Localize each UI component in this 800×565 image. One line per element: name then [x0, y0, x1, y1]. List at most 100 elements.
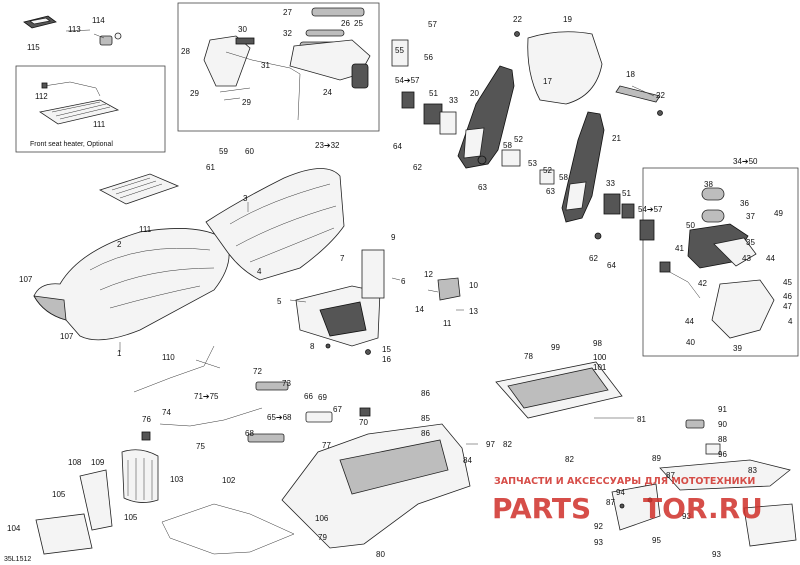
- callout: 49: [774, 209, 783, 218]
- callout: 50: [686, 221, 695, 230]
- callout: 91: [718, 405, 727, 414]
- top-case-parts: [659, 187, 775, 339]
- callout: 90: [718, 420, 727, 429]
- backrest-bracket-20: [457, 65, 515, 169]
- callout: 86: [421, 429, 430, 438]
- callout: 10: [469, 281, 478, 290]
- callout: 16: [382, 355, 391, 364]
- watermark-logo-prefix: PARTS: [492, 492, 591, 525]
- callout: 14: [415, 305, 424, 314]
- callout: 30: [238, 25, 247, 34]
- callout-labels: 1 2 3 4 4 5 6 7 8 9 10 11 12 13 14 15 16…: [7, 8, 793, 559]
- callout: 112: [35, 92, 48, 101]
- callout: 105: [52, 490, 66, 499]
- callout: 58: [503, 141, 512, 150]
- callout: 73: [282, 379, 291, 388]
- callout: 58: [559, 173, 568, 182]
- callout: 93: [594, 538, 603, 547]
- callout: 101: [593, 363, 607, 372]
- callout: 84: [463, 456, 472, 465]
- callout: 36: [740, 199, 749, 208]
- callout: 98: [593, 339, 602, 348]
- rear-seat-heater-part: [98, 173, 180, 205]
- callout: 113: [68, 25, 81, 34]
- callout: 104: [7, 524, 21, 533]
- callout: 29: [190, 89, 199, 98]
- backrest-pad-part: [514, 31, 663, 116]
- heater-switch-part: [93, 32, 122, 46]
- callout: 4: [788, 317, 793, 326]
- bottom-left-parts: [35, 449, 159, 555]
- callout: 106: [315, 514, 329, 523]
- callout: 100: [593, 353, 607, 362]
- top-case-inset-box: [642, 167, 799, 357]
- callout: 92: [594, 522, 603, 531]
- callout: 102: [222, 476, 236, 485]
- callout: 82: [565, 455, 574, 464]
- floor-liner-part: [161, 503, 295, 555]
- callout: 71➔75: [194, 392, 219, 401]
- callout: 109: [91, 458, 105, 467]
- callout: 34➔50: [733, 157, 758, 166]
- callout: 57: [428, 20, 437, 29]
- storage-tub-part: [281, 423, 471, 549]
- callout: 22: [513, 15, 522, 24]
- callout: 95: [652, 536, 661, 545]
- callout: 96: [718, 450, 727, 459]
- callout: 85: [421, 414, 430, 423]
- callout: 52: [514, 135, 523, 144]
- callout: 54➔57: [638, 205, 663, 214]
- driver-seat-part: [33, 228, 230, 341]
- callout: 24: [323, 88, 332, 97]
- callout: 114: [92, 16, 105, 25]
- callout: 87: [606, 498, 615, 507]
- callout: 15: [382, 345, 391, 354]
- callout: 60: [245, 147, 254, 156]
- callout: 7: [340, 254, 345, 263]
- callout: 76: [142, 415, 151, 424]
- callout: 2: [117, 240, 122, 249]
- callout: 9: [391, 233, 396, 242]
- callout: 65➔68: [267, 413, 292, 422]
- wiring-harnesses: [133, 345, 371, 443]
- callout: 80: [376, 550, 385, 559]
- callout: 45: [783, 278, 792, 287]
- callout: 47: [783, 302, 792, 311]
- callout: 86: [421, 389, 430, 398]
- callout: 21: [612, 134, 621, 143]
- callout: 81: [637, 415, 646, 424]
- callout: 33: [606, 179, 615, 188]
- callout: 54➔57: [395, 76, 420, 85]
- callout: 19: [563, 15, 572, 24]
- passenger-seat-part: [205, 168, 345, 281]
- luggage-tray-part: [495, 361, 623, 419]
- callout: 115: [27, 43, 40, 52]
- callout: 97: [486, 440, 495, 449]
- callout: 74: [162, 408, 171, 417]
- callout: 105: [124, 513, 138, 522]
- callout: 51: [429, 89, 438, 98]
- callout: 53: [528, 159, 537, 168]
- callout: 22: [656, 91, 665, 100]
- callout: 103: [170, 475, 184, 484]
- callout: 52: [543, 166, 552, 175]
- heater-inset-caption: Front seat heater, Optional: [30, 141, 113, 148]
- callout: 44: [685, 317, 694, 326]
- rear-kit-inset-box: [177, 2, 380, 132]
- callout: 42: [698, 279, 707, 288]
- watermark-subtitle: ЗАПЧАСТИ И АКСЕССУАРЫ ДЛЯ МОТОТЕХНИКИ: [494, 476, 755, 487]
- backrest-bracket-21: [561, 111, 605, 223]
- callout: 18: [626, 70, 635, 79]
- callout: 68: [245, 429, 254, 438]
- callout: 43: [742, 254, 751, 263]
- callout: 17: [543, 77, 552, 86]
- callout: 111: [93, 120, 106, 129]
- callout: 88: [718, 435, 727, 444]
- callout: 93: [712, 550, 721, 559]
- heater-inset-box: [15, 65, 166, 153]
- callout: 26: [341, 19, 350, 28]
- callout: 94: [616, 488, 625, 497]
- callout: 41: [675, 244, 684, 253]
- callout: 99: [551, 343, 560, 352]
